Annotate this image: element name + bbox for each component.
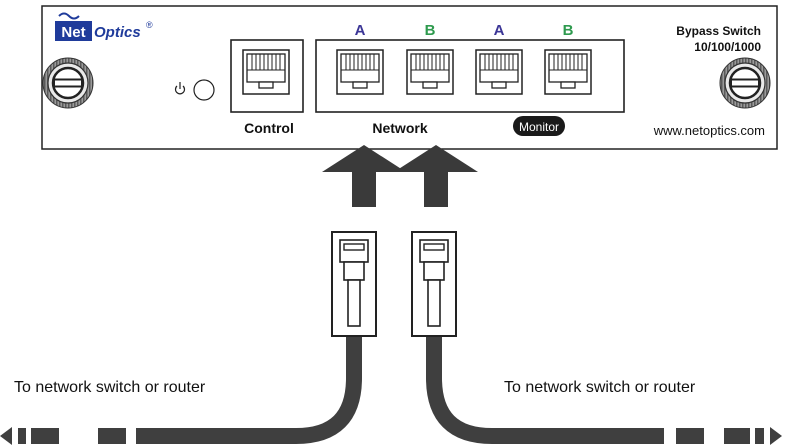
logo-registered-mark: ® (146, 20, 153, 30)
power-icon (174, 82, 186, 95)
port-label-a: A (494, 22, 505, 39)
screw-icon (718, 56, 772, 110)
up-arrow-icon (322, 145, 406, 207)
logo-optics-text: Optics (94, 24, 141, 41)
monitor-port-a[interactable] (475, 49, 523, 95)
monitor-label: Monitor (519, 120, 559, 134)
rj45-connector-icon (411, 231, 457, 337)
net-optics-logo: Net Optics ® (55, 12, 153, 41)
port-label-b: B (563, 22, 574, 39)
right-cable-caption: To network switch or router (504, 379, 696, 396)
monitor-port-b[interactable] (544, 49, 592, 95)
control-port[interactable] (242, 49, 290, 95)
cable-end-arrow-icon (0, 427, 126, 445)
monitor-badge: Monitor (513, 116, 565, 136)
cable-end-arrow-icon (676, 427, 782, 445)
rj45-connector-icon (331, 231, 377, 337)
port-label-b: B (425, 22, 436, 39)
front-panel: Net Optics ® Bypass Switch 10/100/1000 C… (41, 5, 778, 150)
product-title-line2: 10/100/1000 (694, 40, 761, 54)
control-label: Control (244, 120, 294, 136)
product-title-line1: Bypass Switch (676, 24, 761, 38)
power-led (193, 79, 215, 101)
left-cable-caption: To network switch or router (14, 379, 206, 396)
website-label: www.netoptics.com (653, 123, 765, 138)
logo-net-text: Net (61, 24, 85, 41)
port-label-a: A (355, 22, 366, 39)
screw-icon (41, 56, 95, 110)
up-arrow-icon (394, 145, 478, 207)
right-network-cable (426, 336, 664, 444)
network-label: Network (372, 120, 427, 136)
network-port-a[interactable] (336, 49, 384, 95)
left-network-cable (136, 336, 362, 444)
network-port-b[interactable] (406, 49, 454, 95)
